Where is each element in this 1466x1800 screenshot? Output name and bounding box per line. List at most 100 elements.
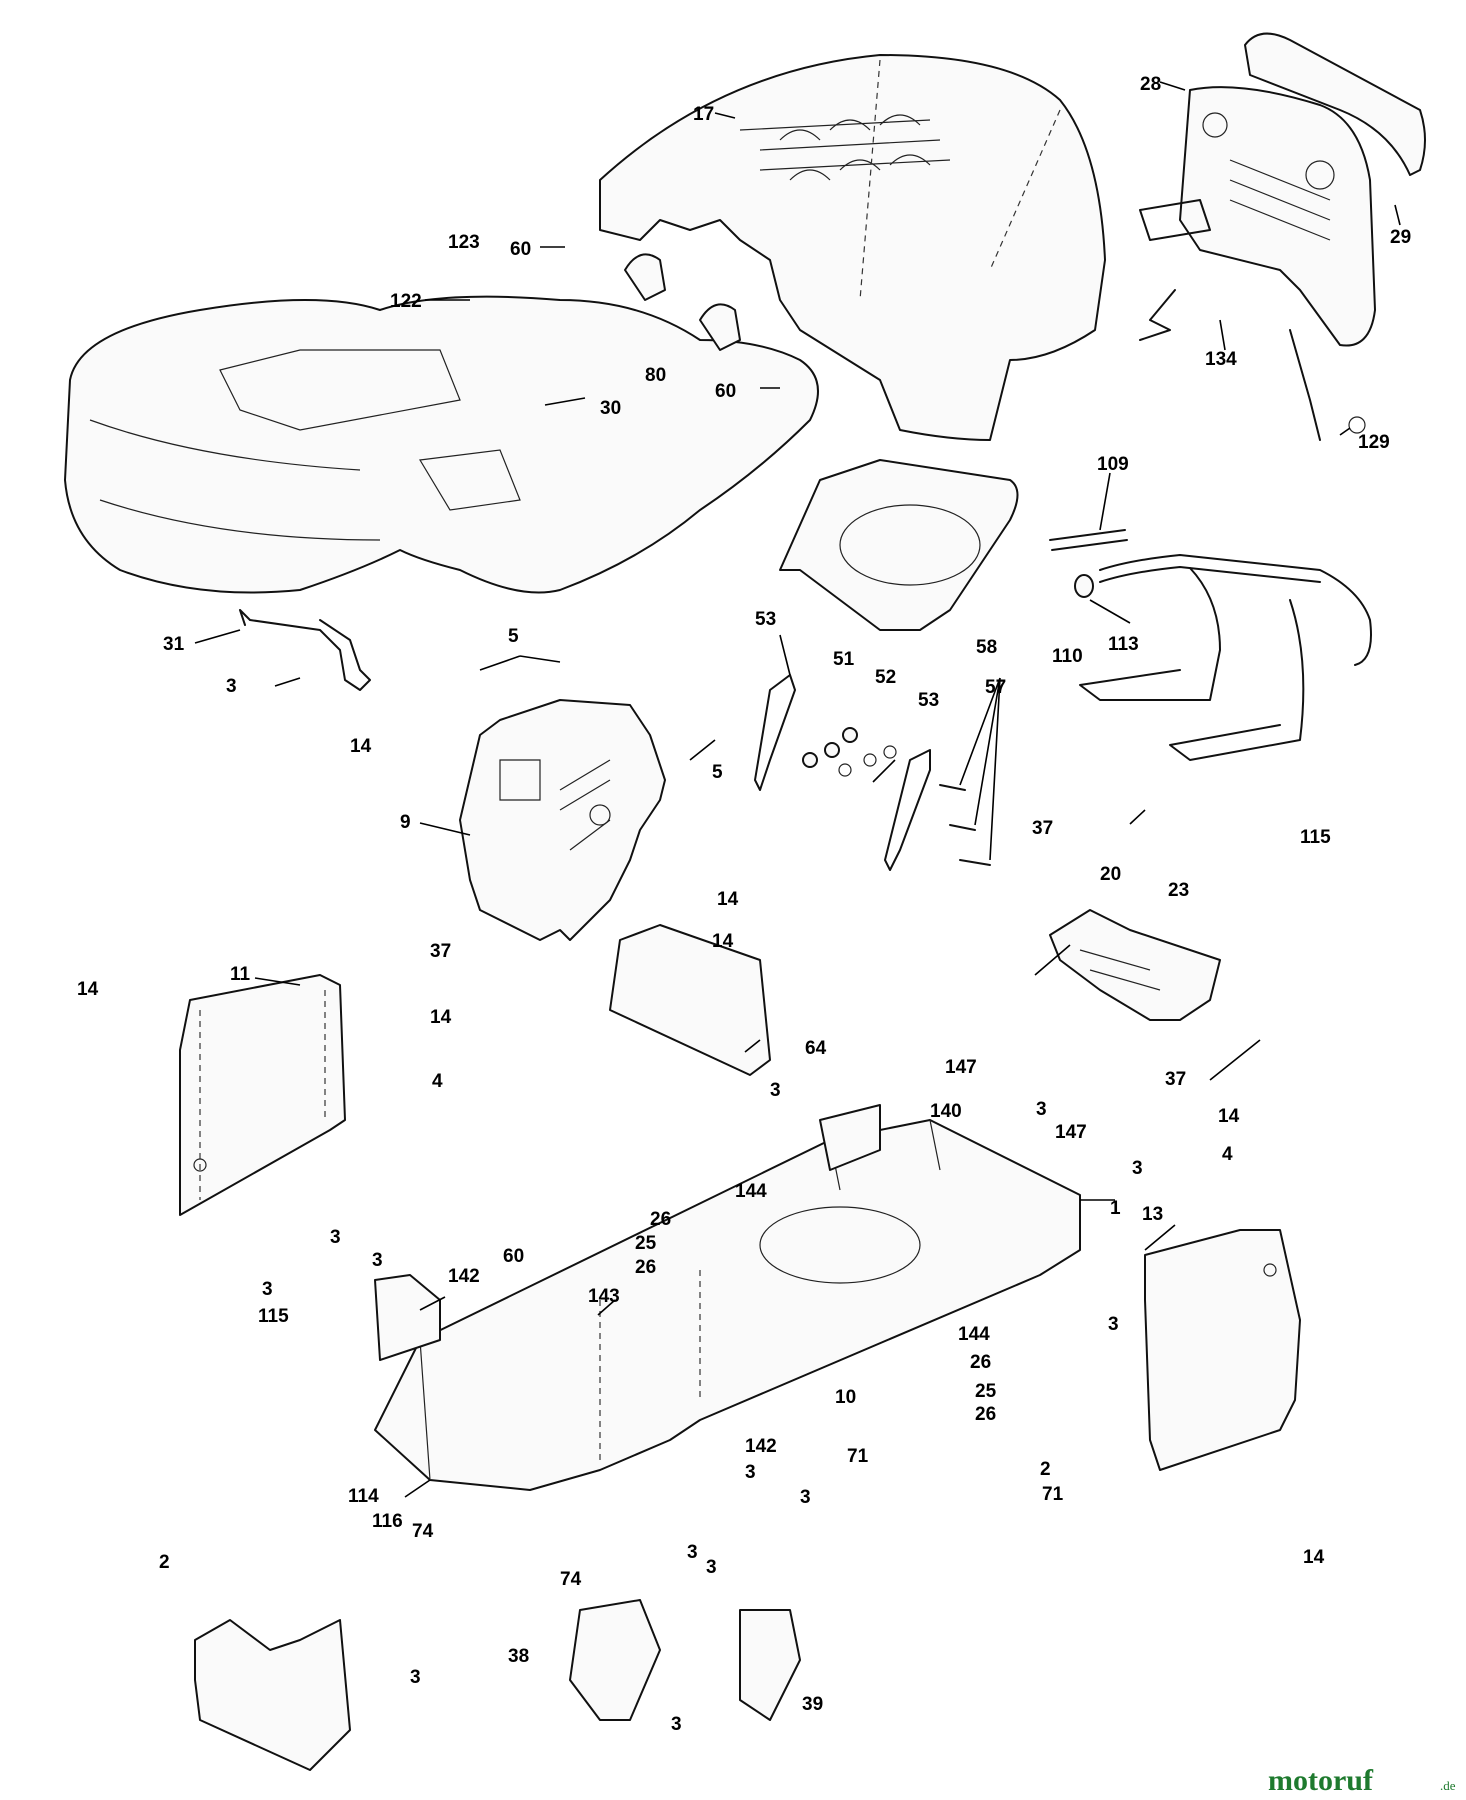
callout-26-c: 26: [970, 1352, 991, 1373]
bracket-64-part: [609, 924, 771, 1076]
callout-31: 31: [163, 634, 185, 655]
callout-144-a: 144: [735, 1181, 767, 1202]
nut-51c: [802, 752, 818, 768]
callout-37-b: 37: [430, 941, 451, 962]
callout-110: 110: [1052, 646, 1083, 667]
callout-4-a: 4: [432, 1071, 443, 1092]
grille-part: [1139, 86, 1376, 347]
callout-2: 2: [159, 1552, 170, 1573]
leader-lines: [194, 81, 1401, 1498]
battery-tray-part: [779, 459, 1019, 631]
watermark-name: motoruf: [1268, 1764, 1374, 1797]
callout-53-b: 53: [918, 690, 939, 711]
callout-147-a: 147: [945, 1057, 977, 1078]
callout-23: 23: [1168, 880, 1189, 901]
footrest-plate-part: [1049, 909, 1221, 1021]
callout-1: 1: [1110, 1198, 1121, 1219]
callout-10: 10: [835, 1387, 856, 1408]
callout-142-b: 142: [745, 1436, 777, 1457]
bolt-57c: [959, 859, 991, 866]
callout-74-a: 74: [412, 1521, 434, 1542]
seat-bracket-part: [239, 609, 371, 691]
callout-140: 140: [930, 1101, 962, 1122]
callout-3-c: 3: [1036, 1099, 1047, 1120]
callout-37-a: 37: [1032, 818, 1053, 839]
callout-53-a: 53: [755, 609, 776, 630]
side-panel-13-part: [1144, 1229, 1301, 1471]
callout-25-b: 25: [975, 1381, 997, 1402]
callout-13: 13: [1142, 1204, 1163, 1225]
callout-28: 28: [1140, 74, 1161, 95]
callout-134: 134: [1205, 349, 1237, 370]
callout-3-n: 3: [671, 1714, 682, 1735]
callout-14-g: 14: [1303, 1547, 1325, 1568]
callout-39: 39: [802, 1694, 823, 1715]
callout-3-k: 3: [687, 1542, 698, 1563]
grille-cap-part: [1244, 32, 1426, 176]
mounting-plate-part: [459, 699, 666, 941]
lower-panel-part: [194, 1619, 351, 1771]
callout-30: 30: [600, 398, 621, 419]
callout-60-a: 60: [510, 239, 531, 260]
callout-3-e: 3: [330, 1227, 341, 1248]
callout-71-b: 71: [1042, 1484, 1064, 1505]
knob-part-a: [624, 253, 666, 301]
callout-3-j: 3: [800, 1487, 811, 1508]
callout-5-a: 5: [508, 626, 519, 647]
callout-116: 116: [372, 1511, 403, 1532]
callout-145: 2: [1040, 1459, 1051, 1480]
callout-143: 143: [588, 1286, 620, 1307]
callout-113: 113: [1108, 634, 1139, 655]
callout-5-b: 5: [712, 762, 723, 783]
callout-71-a: 71: [847, 1446, 869, 1467]
front-bracket-part: [819, 1104, 881, 1171]
callout-11: 11: [230, 964, 251, 985]
cap-part: [1074, 574, 1094, 598]
callout-9: 9: [400, 812, 411, 833]
callout-3-d: 3: [1132, 1158, 1143, 1179]
callout-3-h: 3: [1108, 1314, 1119, 1335]
callout-115-b: 115: [258, 1306, 289, 1327]
callout-29: 29: [1390, 227, 1411, 248]
callout-80: 80: [645, 365, 666, 386]
washer-129: [1348, 416, 1366, 434]
callout-38: 38: [508, 1646, 529, 1667]
washer-52c: [883, 745, 897, 759]
knob-part-b: [699, 303, 741, 351]
callout-14-c: 14: [712, 931, 734, 952]
callout-14-e: 14: [430, 1007, 452, 1028]
watermark-logo: motoruf .de: [1268, 1764, 1456, 1797]
bracket-39-part: [739, 1609, 801, 1721]
callout-3-m: 3: [410, 1667, 421, 1688]
callout-147-b: 147: [1055, 1122, 1087, 1143]
callout-3-i: 3: [745, 1462, 756, 1483]
callout-26-a: 26: [650, 1209, 671, 1230]
watermark-suffix: .de: [1440, 1778, 1456, 1793]
callout-74-b: 74: [560, 1569, 582, 1590]
callout-4-b: 4: [1222, 1144, 1233, 1165]
bar-part: [1049, 529, 1128, 551]
callout-14-d: 14: [77, 979, 99, 1000]
callout-3-g: 3: [262, 1279, 273, 1300]
callout-17: 17: [693, 104, 714, 125]
callout-14-a: 14: [350, 736, 372, 757]
callout-144-b: 144: [958, 1324, 990, 1345]
bracket-38-part: [569, 1599, 661, 1721]
callout-57: 57: [985, 677, 1006, 698]
callout-60-b: 60: [715, 381, 736, 402]
callout-3-f: 3: [372, 1250, 383, 1271]
callout-3-a: 3: [226, 676, 237, 697]
callout-25-a: 25: [635, 1233, 657, 1254]
side-panel-part: [179, 974, 346, 1216]
callout-14-f: 14: [1218, 1106, 1240, 1127]
callout-26-d: 26: [975, 1404, 996, 1425]
callout-14-b: 14: [717, 889, 739, 910]
callout-3-b: 3: [770, 1080, 781, 1101]
callouts: 17 28 29 123 60 122 80 60 30 134 129 109…: [77, 74, 1411, 1735]
callout-64: 64: [805, 1038, 827, 1059]
callout-115-a: 115: [1300, 827, 1331, 848]
callout-20: 20: [1100, 864, 1121, 885]
callout-26-b: 26: [635, 1257, 656, 1278]
fender-part: [64, 295, 819, 594]
rear-plate-part: [374, 1274, 441, 1361]
